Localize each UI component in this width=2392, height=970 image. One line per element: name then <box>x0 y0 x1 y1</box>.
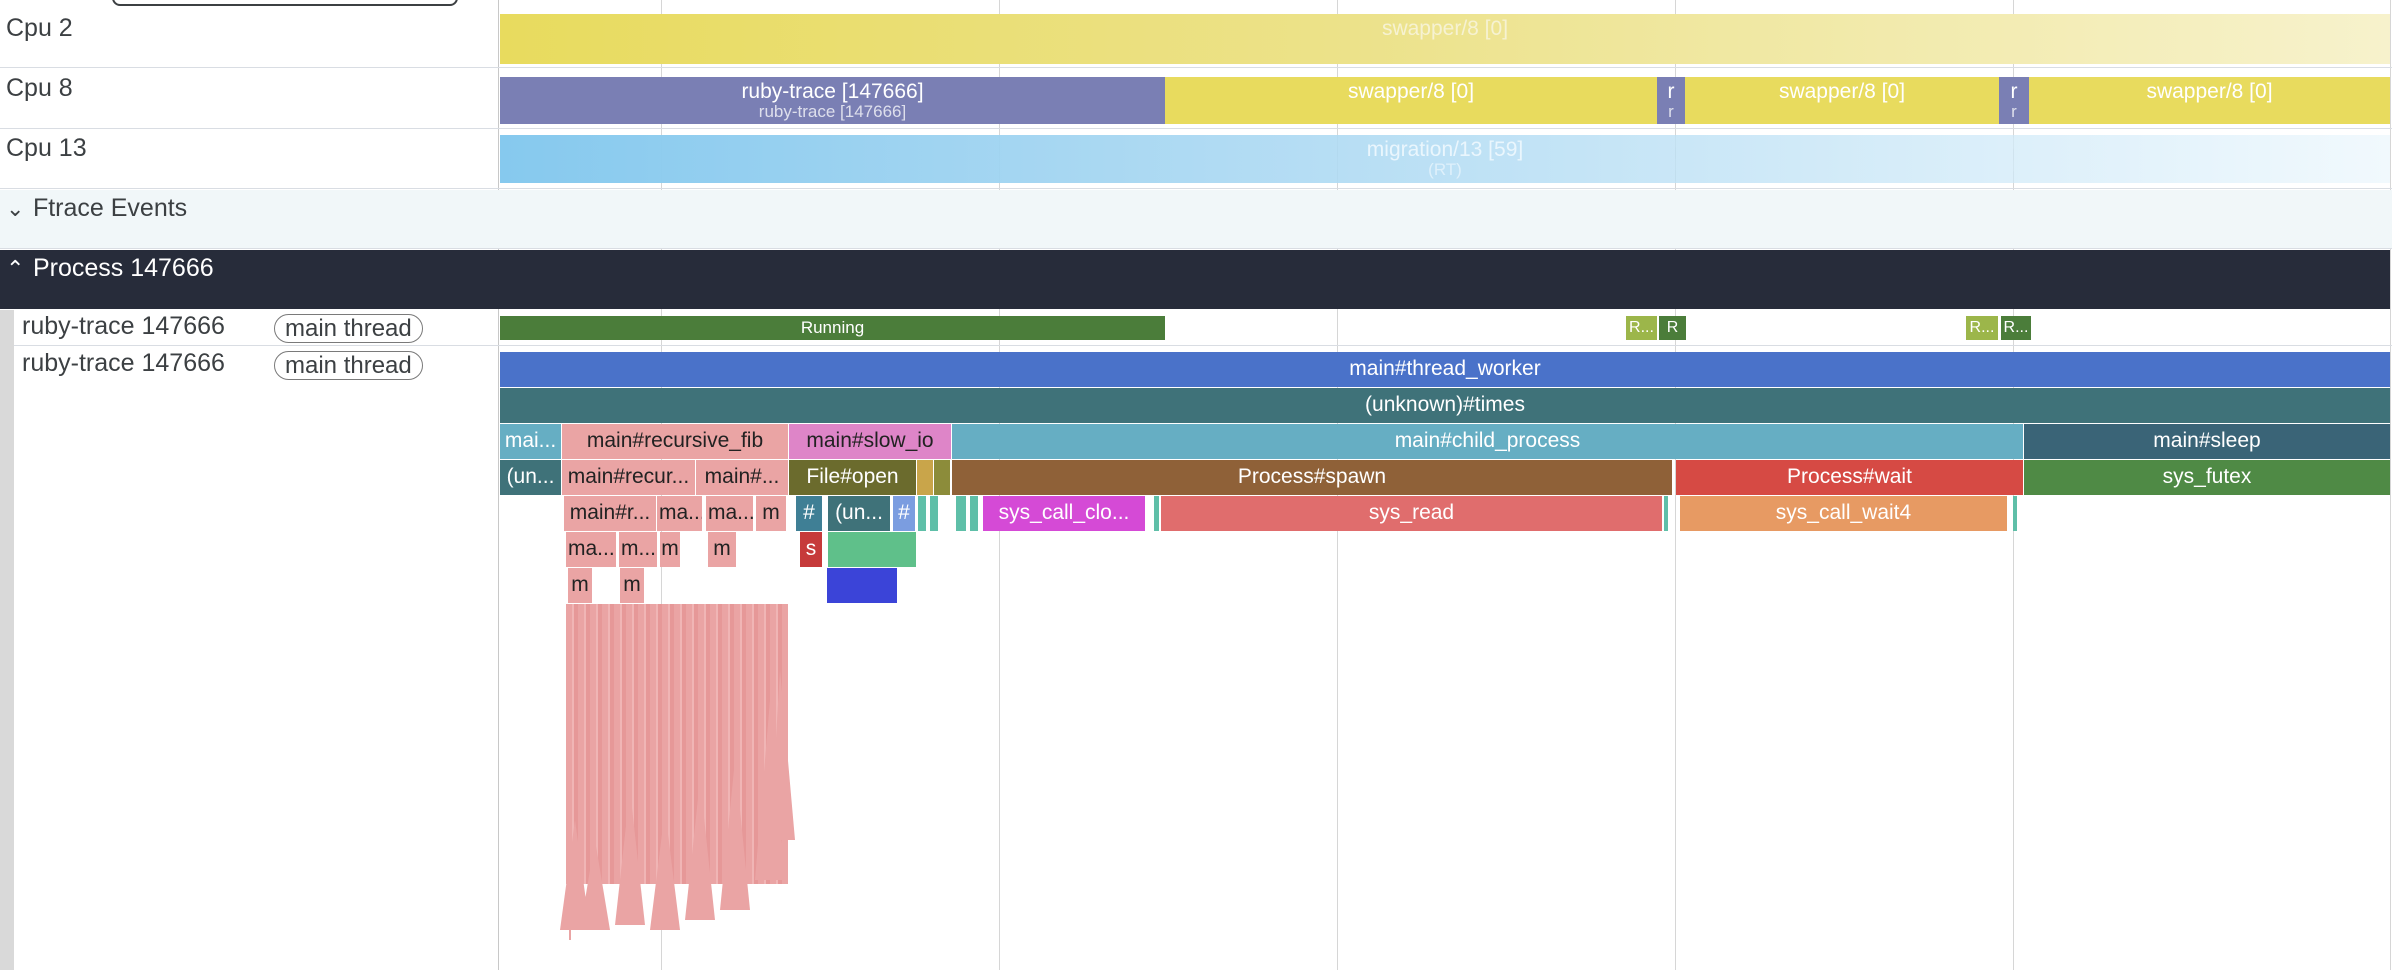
slice-small[interactable] <box>970 496 978 531</box>
slice-small[interactable] <box>918 496 926 531</box>
slice-unknown-times[interactable]: (unknown)#times <box>500 388 2390 423</box>
slice-recursive-fib-child[interactable]: main#recur... <box>562 460 695 495</box>
slice-small[interactable] <box>2013 496 2017 531</box>
cpu-slice-swapper[interactable]: swapper/8 [0] <box>1165 77 1657 124</box>
grid-line <box>2390 0 2391 970</box>
group-title: Ftrace Events <box>32 194 188 222</box>
flame-spike <box>720 760 750 910</box>
slice-sleep[interactable]: main#sleep <box>2024 424 2390 459</box>
slice-sys-call-close[interactable]: sys_call_clo... <box>983 496 1145 531</box>
slice-main-truncated[interactable]: ma... <box>706 496 753 531</box>
flame-spike <box>685 780 715 920</box>
slice-thread-worker[interactable]: main#thread_worker <box>500 352 2390 387</box>
recursive-flame-spikes <box>560 670 795 940</box>
slice-main-truncated[interactable]: m <box>756 496 786 531</box>
cpu-track-13[interactable]: Cpu 13 migration/13 [59] (RT) <box>0 130 2392 189</box>
slice-main-truncated[interactable]: main#... <box>696 460 788 495</box>
slice-process-wait[interactable]: Process#wait <box>1676 460 2023 495</box>
grid-line <box>1675 0 1676 970</box>
chevron-down-icon: ⌄ <box>6 196 25 221</box>
cpu-slice-migration[interactable]: migration/13 [59] (RT) <box>500 135 2390 183</box>
state-slice-runnable[interactable]: R... <box>1966 316 1998 340</box>
slice-child-process[interactable]: main#child_process <box>952 424 2023 459</box>
cpu-slice-ruby-trace[interactable]: ruby-trace [147666] ruby-trace [147666] <box>500 77 1165 124</box>
cpu-slice-swapper[interactable]: swapper/8 [0] <box>2029 77 2390 124</box>
flame-spike <box>560 820 590 930</box>
slice-unknown-truncated[interactable]: (un... <box>500 460 561 495</box>
slice-main-truncated[interactable]: m... <box>619 532 657 567</box>
cpu-slice-r[interactable]: r r <box>1657 77 1685 124</box>
state-slice-runnable[interactable]: R... <box>1626 316 1657 340</box>
cpu-track-8[interactable]: Cpu 8 ruby-trace [147666] ruby-trace [14… <box>0 69 2392 129</box>
process-gutter <box>0 310 14 970</box>
track-label: Cpu 2 <box>6 14 73 42</box>
process-group-header[interactable]: ⌃ Process 147666 <box>0 250 2390 309</box>
slice-small[interactable] <box>917 460 933 495</box>
flame-spike <box>770 670 795 840</box>
thread-label: ruby-trace 147666 <box>22 349 225 377</box>
slice-recursive-fib-child[interactable]: main#r... <box>564 496 656 531</box>
slice-small[interactable] <box>930 496 938 531</box>
thread-state-track[interactable]: ruby-trace 147666 main thread <box>14 310 2392 346</box>
slice-main-truncated[interactable]: m <box>708 532 736 567</box>
ftrace-events-group[interactable]: ⌄ Ftrace Events <box>0 190 2392 249</box>
thread-label: ruby-trace 147666 <box>22 312 225 340</box>
slice-main-truncated[interactable]: m <box>660 532 680 567</box>
slice-unknown-truncated[interactable]: (un... <box>828 496 890 531</box>
slice-main-truncated[interactable]: mai... <box>500 424 561 459</box>
slice-sys-call-wait4[interactable]: sys_call_wait4 <box>1680 496 2007 531</box>
slice-small[interactable] <box>956 496 966 531</box>
grid-line <box>498 0 499 970</box>
slice-main-truncated[interactable]: ma... <box>566 532 616 567</box>
chevron-up-icon: ⌃ <box>6 256 25 281</box>
slice-small[interactable] <box>1664 496 1668 531</box>
slice-hash[interactable]: # <box>796 496 822 531</box>
thread-slices-track[interactable]: ruby-trace 147666 main thread <box>14 347 2392 970</box>
state-slice-runnable[interactable]: R... <box>2001 316 2031 340</box>
slice-small[interactable] <box>934 460 950 495</box>
slice-sys-futex[interactable]: sys_futex <box>2024 460 2390 495</box>
slice-green-block[interactable] <box>828 532 916 567</box>
slice-s[interactable]: s <box>800 532 822 567</box>
slice-blue-block[interactable] <box>827 568 897 603</box>
recursive-flame-body[interactable] <box>566 604 788 884</box>
slice-main-truncated[interactable]: ma... <box>657 496 702 531</box>
slice-sys-read[interactable]: sys_read <box>1161 496 1662 531</box>
slice-process-spawn[interactable]: Process#spawn <box>952 460 1672 495</box>
slice-main-truncated[interactable]: m <box>620 568 644 603</box>
cpu-slice-swapper[interactable]: swapper/8 [0] <box>1685 77 1999 124</box>
slice-slow-io[interactable]: main#slow_io <box>789 424 951 459</box>
group-header: ⌃ Process 147666 <box>6 254 214 283</box>
slice-file-open[interactable]: File#open <box>789 460 916 495</box>
cpu-slice-r[interactable]: r r <box>1999 77 2029 124</box>
slice-hash[interactable]: # <box>893 496 915 531</box>
cpu-slice-swapper[interactable]: swapper/8 [0] <box>500 14 2390 64</box>
flame-spike <box>650 810 680 930</box>
state-slice-running[interactable]: Running <box>500 316 1165 340</box>
state-slice-running[interactable]: R <box>1659 316 1686 340</box>
track-label: Cpu 8 <box>6 74 73 102</box>
main-thread-badge: main thread <box>274 351 423 380</box>
slice-main-truncated[interactable]: m <box>568 568 592 603</box>
slice-small[interactable] <box>1154 496 1159 531</box>
cpu-track-2[interactable]: Cpu 2 swapper/8 [0] <box>0 0 2392 68</box>
flame-spike <box>580 840 610 930</box>
slice-recursive-fib[interactable]: main#recursive_fib <box>562 424 788 459</box>
track-label: Cpu 13 <box>6 134 87 162</box>
group-header: ⌄ Ftrace Events <box>6 194 187 223</box>
flame-spike <box>615 790 645 925</box>
main-thread-badge: main thread <box>274 314 423 343</box>
group-title: Process 147666 <box>32 254 214 282</box>
